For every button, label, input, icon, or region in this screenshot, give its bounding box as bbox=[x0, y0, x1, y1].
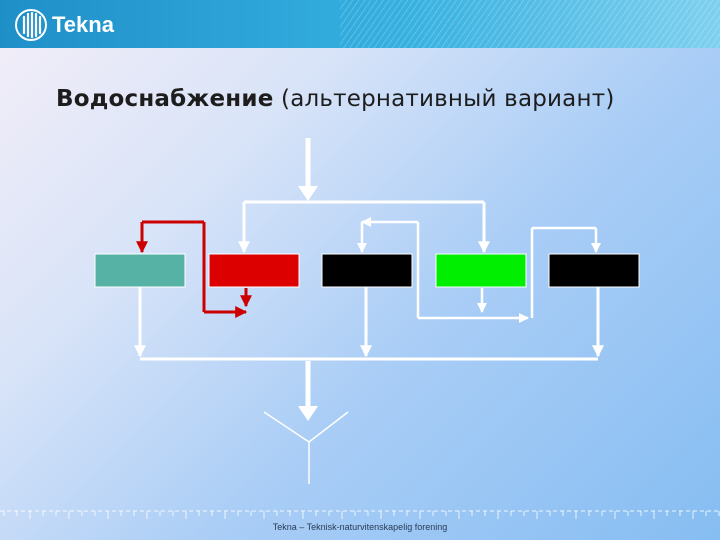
bypass-loop-4-5 bbox=[477, 226, 601, 318]
box-teal bbox=[94, 253, 186, 288]
tekna-logo-icon bbox=[15, 9, 47, 41]
box-black-1 bbox=[321, 253, 413, 288]
alternative-red-loop bbox=[136, 220, 252, 318]
title-bold: Водоснабжение bbox=[56, 86, 274, 112]
top-distribution-line bbox=[238, 200, 490, 254]
bottom-collector-line bbox=[134, 287, 604, 361]
decorative-ruler bbox=[0, 510, 720, 519]
title-rest: (альтернативный вариант) bbox=[273, 86, 615, 112]
logo-text: Tekna bbox=[52, 12, 114, 37]
bypass-loop-3-4 bbox=[357, 217, 529, 323]
header-bar: Tekna bbox=[0, 0, 720, 48]
footer-text: Tekna – Teknisk-naturvitenskapelig foren… bbox=[272, 522, 448, 532]
page-title: Водоснабжение (альтернативный вариант) bbox=[56, 86, 615, 112]
outlet-arrow bbox=[298, 361, 318, 421]
tekna-logo: Tekna bbox=[14, 8, 114, 42]
box-black-2 bbox=[548, 253, 640, 288]
distribution-y-symbol bbox=[263, 411, 349, 484]
header-decoration bbox=[340, 0, 720, 48]
box-red bbox=[208, 253, 300, 288]
inlet-arrow bbox=[298, 138, 318, 201]
box-green bbox=[435, 253, 527, 288]
